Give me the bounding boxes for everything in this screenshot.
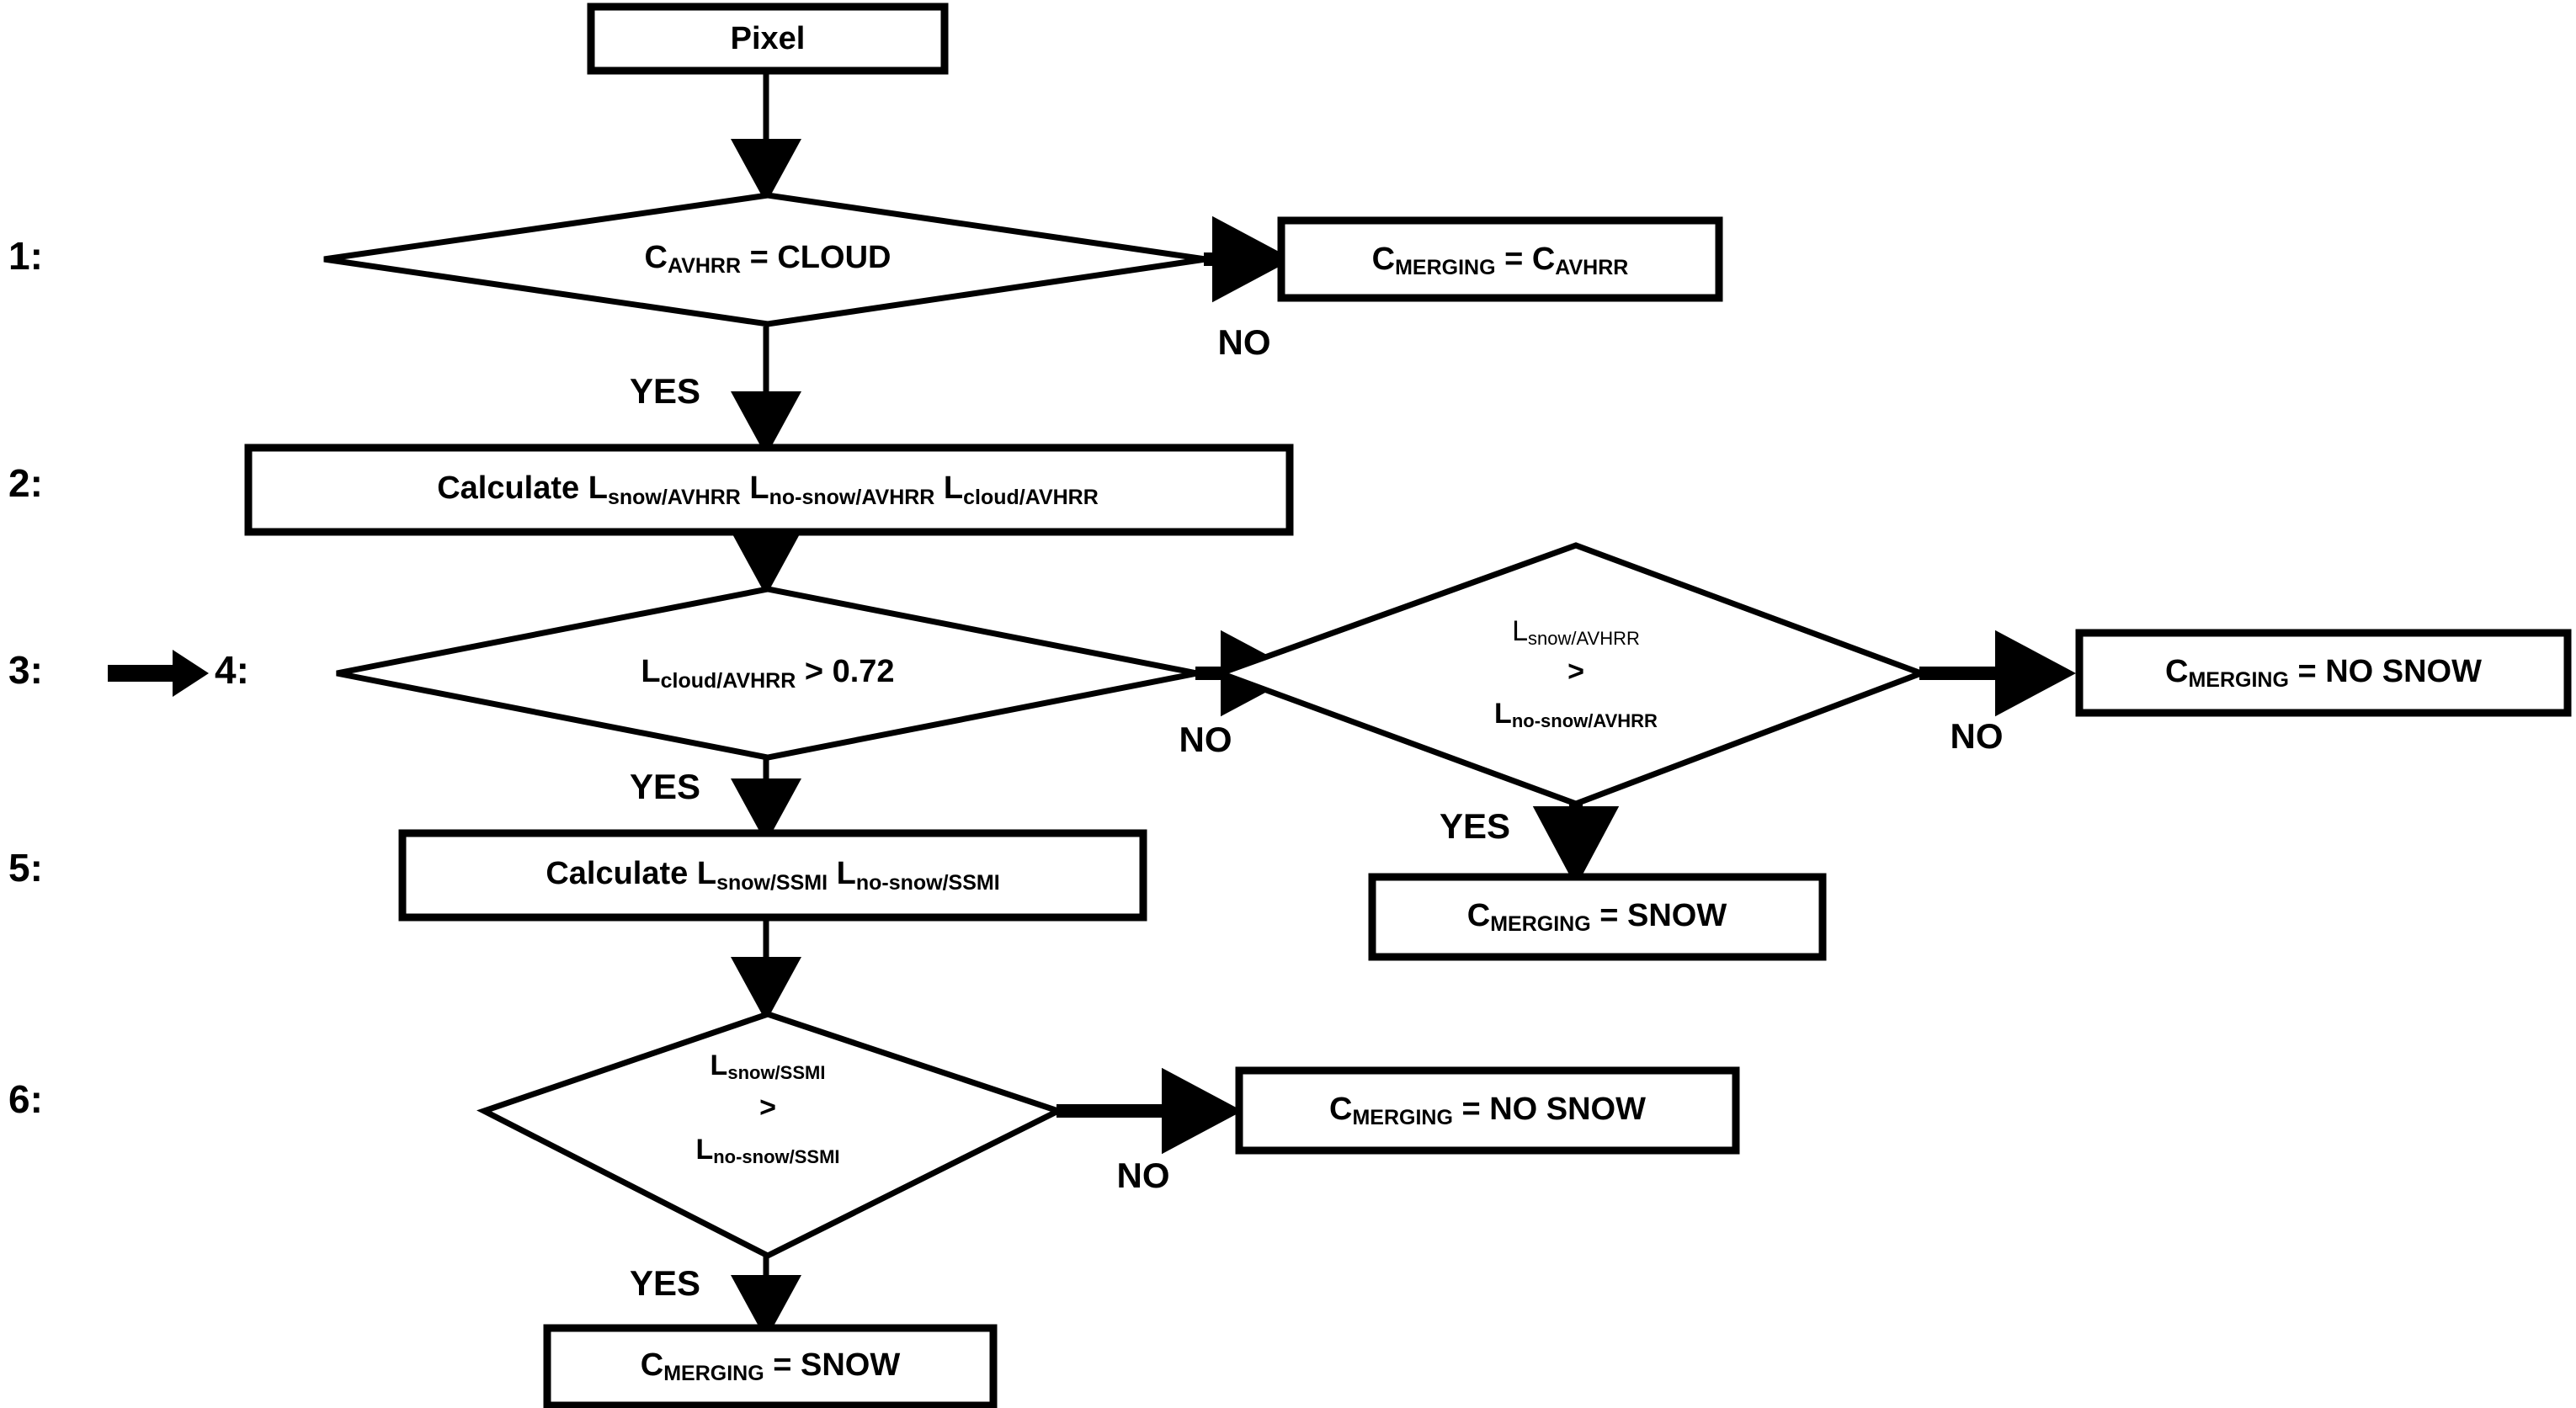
- node-decision-snow-avhrr-line3: Lno-snow/AVHRR: [1494, 698, 1658, 731]
- node-decision-snow-ssmi-op: >: [759, 1092, 776, 1124]
- node-decision-snow-avhrr-line1: Lsnow/AVHRR: [1512, 615, 1640, 649]
- node-pixel[interactable]: [587, 3, 949, 75]
- node-decision-cloud-label: CAVHRR = CLOUD: [645, 240, 891, 278]
- node-decision-snow-ssmi-line3: Lno-snow/SSMI: [695, 1134, 839, 1167]
- node-calc-avhrr[interactable]: [244, 444, 1294, 536]
- node-merging-snow-avhrr-label: CMERGING = SNOW: [1467, 898, 1727, 936]
- node-merging-avhrr-label: CMERGING = CAVHRR: [1372, 242, 1629, 279]
- node-calc-ssmi-label: Calculate Lsnow/SSMI Lno-snow/SSMI: [546, 856, 999, 895]
- node-decision-cloud[interactable]: [323, 192, 1206, 327]
- step-label-6: 6:: [8, 1077, 43, 1121]
- branch-label-snowavhrr-yes: YES: [1440, 806, 1510, 846]
- step-label-2: 2:: [8, 461, 43, 505]
- node-merging-snow-ssmi-label: CMERGING = SNOW: [641, 1347, 901, 1385]
- node-merging-no-snow-ssmi[interactable]: [1235, 1066, 1740, 1155]
- branch-label-thresh-yes: YES: [630, 767, 700, 806]
- branch-label-cloud-yes: YES: [630, 371, 700, 411]
- branch-label-snowssmi-no: NO: [1117, 1156, 1170, 1195]
- node-decision-cloud-threshold[interactable]: [336, 586, 1198, 761]
- node-merging-snow-ssmi[interactable]: [543, 1324, 998, 1408]
- branch-label-snowssmi-yes: YES: [630, 1263, 700, 1303]
- step-label-1: 1:: [8, 234, 43, 278]
- node-decision-snow-ssmi[interactable]: [476, 1011, 1067, 1259]
- right-arrow-icon: [108, 650, 209, 697]
- step-label-4: 4:: [215, 648, 249, 692]
- step-label-3: 3:: [8, 648, 43, 692]
- node-decision-snow-avhrr-op: >: [1567, 656, 1584, 688]
- branch-label-thresh-no: NO: [1179, 720, 1232, 759]
- node-merging-avhrr[interactable]: [1277, 216, 1723, 302]
- node-calc-ssmi[interactable]: [398, 829, 1147, 922]
- node-pixel-label: Pixel: [731, 21, 806, 56]
- node-decision-cloud-threshold-label: Lcloud/AVHRR > 0.72: [641, 654, 894, 693]
- node-calc-avhrr-label: Calculate Lsnow/AVHRR Lno-snow/AVHRR Lcl…: [437, 470, 1099, 509]
- node-decision-snow-avhrr[interactable]: [1211, 542, 1929, 807]
- node-merging-no-snow-avhrr-label: CMERGING = NO SNOW: [2165, 654, 2482, 692]
- node-decision-snow-ssmi-line1: Lsnow/SSMI: [711, 1049, 826, 1083]
- branch-label-snowavhrr-no: NO: [1951, 716, 2004, 756]
- step-label-5: 5:: [8, 846, 43, 890]
- node-merging-no-snow-ssmi-label: CMERGING = NO SNOW: [1329, 1092, 1646, 1129]
- node-merging-snow-avhrr[interactable]: [1368, 873, 1827, 961]
- branch-label-cloud-no: NO: [1218, 322, 1271, 362]
- node-merging-no-snow-avhrr[interactable]: [2075, 629, 2572, 717]
